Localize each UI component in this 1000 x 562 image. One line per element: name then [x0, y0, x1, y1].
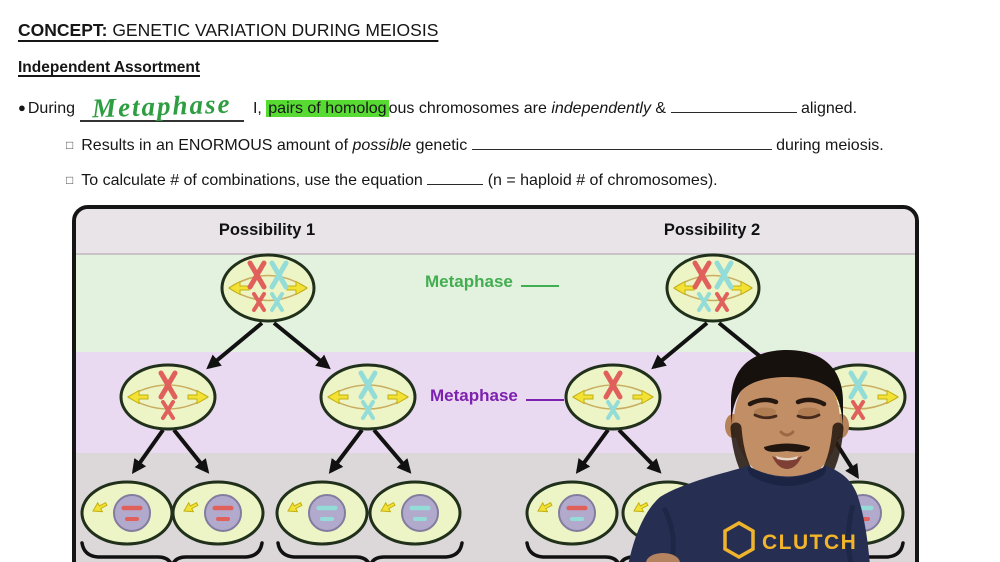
spindle-arrow-icon	[187, 389, 209, 405]
spindle-arrow-icon	[387, 389, 409, 405]
eyebrow-right	[795, 397, 827, 407]
spindle-remnant-icon	[537, 501, 553, 513]
branch-arrow	[651, 321, 709, 370]
metaphase-1-blank	[520, 273, 559, 287]
highlighted-text: pairs of homolog	[266, 100, 389, 117]
eyebrow-left	[747, 397, 779, 407]
sub2-pre: To calculate # of combinations, use the …	[81, 172, 428, 189]
concept-title: CONCEPT: GENETIC VARIATION DURING MEIOSI…	[18, 20, 438, 41]
daughter-cell-p1-3	[275, 480, 369, 546]
square-bullet-icon: □	[66, 173, 74, 187]
spindle-arrow-icon	[877, 389, 899, 405]
branch-arrow	[206, 321, 264, 370]
shirt-crease	[845, 504, 856, 562]
sub1-end: during meiosis.	[771, 137, 884, 154]
metaphase-1-label-text: Metaphase	[425, 272, 513, 291]
spindle-arrow-icon	[327, 389, 349, 405]
line1-after-highlight: ous chromosomes are	[388, 100, 552, 117]
bullet-icon: ●	[18, 100, 26, 115]
metaphase1-cell-possibility2	[665, 253, 761, 323]
branch-arrow	[328, 428, 364, 474]
mustache	[764, 443, 810, 452]
line1-pre: During	[27, 100, 75, 117]
sub-bullet-variation: □ Results in an ENORMOUS amount of possib…	[66, 136, 884, 155]
hand	[646, 553, 680, 562]
daughter-cell-p2-1	[525, 480, 619, 546]
spindle-remnant-icon	[380, 501, 396, 513]
branch-arrow	[131, 428, 165, 474]
sub-bullet-combinations: □ To calculate # of combinations, use the…	[66, 171, 718, 190]
spindle-remnant-icon	[633, 501, 649, 513]
line1-mid: I,	[248, 100, 267, 117]
spindle-arrow-icon	[127, 389, 149, 405]
metaphase-2-blank	[525, 387, 564, 401]
spindle-remnant-icon	[183, 501, 199, 513]
spindle-remnant-icon	[287, 501, 303, 513]
sub1-mid: genetic	[411, 137, 472, 154]
grouping-brace	[276, 541, 464, 562]
instructor-figure: CLUTCH	[628, 350, 870, 562]
hair	[731, 350, 843, 432]
grouping-brace	[80, 541, 264, 562]
handwritten-blank: Metaphase	[80, 89, 244, 123]
sub1-pre: Results in an ENORMOUS amount of	[81, 137, 353, 154]
eyelid-right	[798, 407, 820, 417]
shirt-logo-text: CLUTCH	[762, 531, 857, 554]
line1-amp: &	[650, 100, 671, 117]
branch-arrow	[617, 428, 662, 474]
spindle-arrow-icon	[572, 389, 594, 405]
spindle-remnant-icon	[92, 501, 108, 513]
metaphase-2-label: Metaphase	[430, 386, 564, 406]
metaphase-2-label-text: Metaphase	[430, 386, 518, 405]
eyelid-left	[754, 407, 776, 417]
metaphase2-cell-p1-left	[119, 363, 217, 431]
square-bullet-icon: □	[66, 138, 74, 152]
t-shirt	[628, 466, 870, 562]
fill-in-blank-genetic	[471, 136, 772, 150]
metaphase-1-row	[76, 255, 915, 352]
metaphase1-cell-possibility1	[220, 253, 316, 323]
clutch-hexagon-logo	[723, 520, 755, 560]
sub2-end: (n = haploid # of chromosomes).	[483, 172, 718, 189]
branch-arrow	[172, 428, 210, 474]
line1-end: aligned.	[796, 100, 858, 117]
nose	[779, 430, 795, 437]
possibility-1-header: Possibility 1	[218, 221, 316, 239]
daughter-cell-p1-2	[171, 480, 265, 546]
concept-title-text: GENETIC VARIATION DURING MEIOSIS	[107, 20, 439, 40]
metaphase2-cell-p2-left	[564, 363, 662, 431]
metaphase2-cell-p1-right	[319, 363, 417, 431]
diagram-header-row: Possibility 1 Possibility 2	[76, 209, 915, 255]
eye-right	[796, 413, 821, 420]
fill-in-blank-aligned	[670, 99, 797, 113]
sub1-italic: possible	[352, 137, 412, 154]
shirt-collar	[747, 466, 827, 486]
branch-arrow	[372, 428, 412, 474]
spindle-arrow-icon	[632, 389, 654, 405]
concept-label: CONCEPT:	[18, 20, 108, 40]
face	[734, 360, 840, 482]
daughter-cell-p1-4	[368, 480, 462, 546]
metaphase-1-label: Metaphase	[425, 272, 559, 292]
section-title: Independent Assortment	[18, 59, 200, 76]
possibility-2-header: Possibility 2	[663, 221, 761, 239]
eye-left	[753, 413, 778, 420]
line1-italic: independently	[551, 100, 651, 117]
branch-arrow	[272, 321, 331, 370]
branch-arrow	[575, 428, 610, 474]
teeth	[776, 456, 798, 461]
fill-in-blank-equation	[427, 171, 484, 185]
